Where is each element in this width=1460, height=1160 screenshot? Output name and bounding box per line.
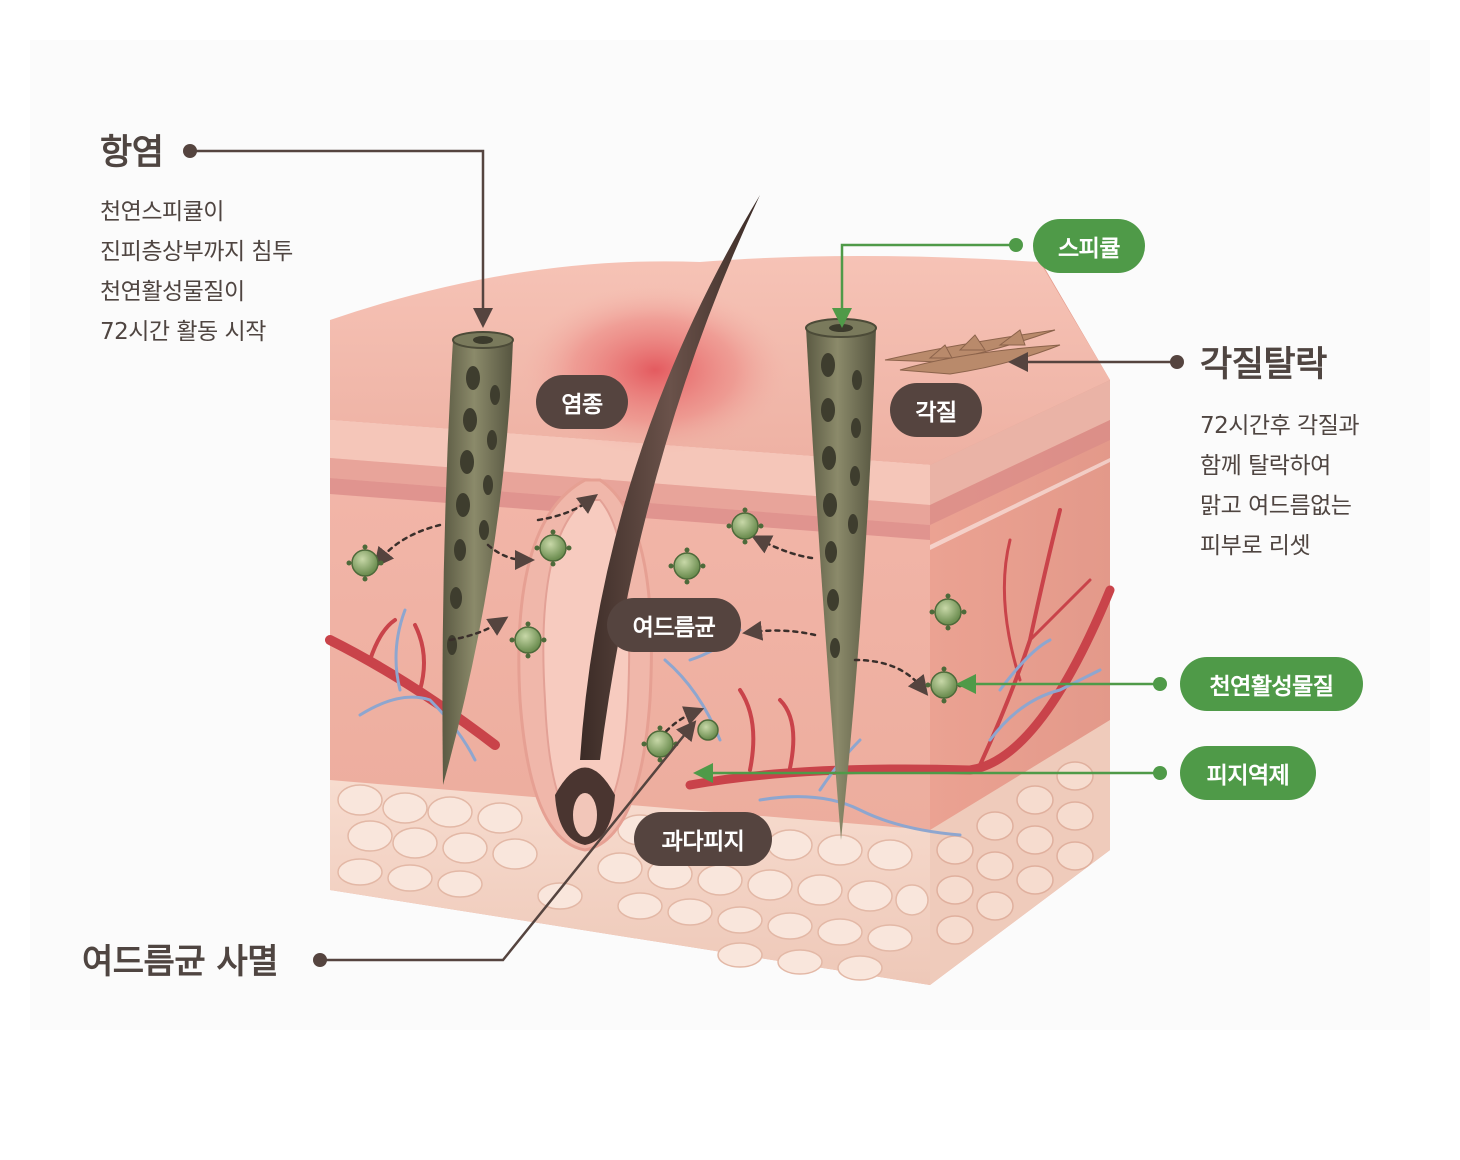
- description-line: 맑고 여드름없는: [1200, 486, 1359, 526]
- spicule-label: 스피큘: [1033, 219, 1145, 273]
- description-line: 천연스피큘이: [100, 192, 293, 232]
- acne-bacteria-label: 여드름균: [607, 598, 741, 652]
- active-substance-label: 천연활성물질: [1180, 657, 1363, 711]
- exfoliation-description: 72시간후 각질과 함께 탈락하여 맑고 여드름없는 피부로 리셋: [1200, 406, 1359, 566]
- anti-inflammation-description: 천연스피큘이 진피층상부까지 침투 천연활성물질이 72시간 활동 시작: [100, 192, 293, 352]
- sebum-control-label: 피지역제: [1180, 746, 1316, 800]
- description-line: 진피층상부까지 침투: [100, 232, 293, 272]
- description-line: 천연활성물질이: [100, 272, 293, 312]
- description-line: 함께 탈락하여: [1200, 446, 1359, 486]
- description-line: 피부로 리셋: [1200, 526, 1359, 566]
- description-line: 72시간 활동 시작: [100, 312, 293, 352]
- description-line: 72시간후 각질과: [1200, 406, 1359, 446]
- anti-inflammation-title: 항염: [100, 124, 163, 175]
- excess-sebum-label: 과다피지: [634, 812, 772, 866]
- inflammation-label: 염종: [536, 375, 628, 429]
- exfoliation-title: 각질탈락: [1200, 336, 1327, 387]
- acne-kill-title: 여드름균 사멸: [82, 934, 278, 983]
- keratin-label: 각질: [890, 383, 982, 437]
